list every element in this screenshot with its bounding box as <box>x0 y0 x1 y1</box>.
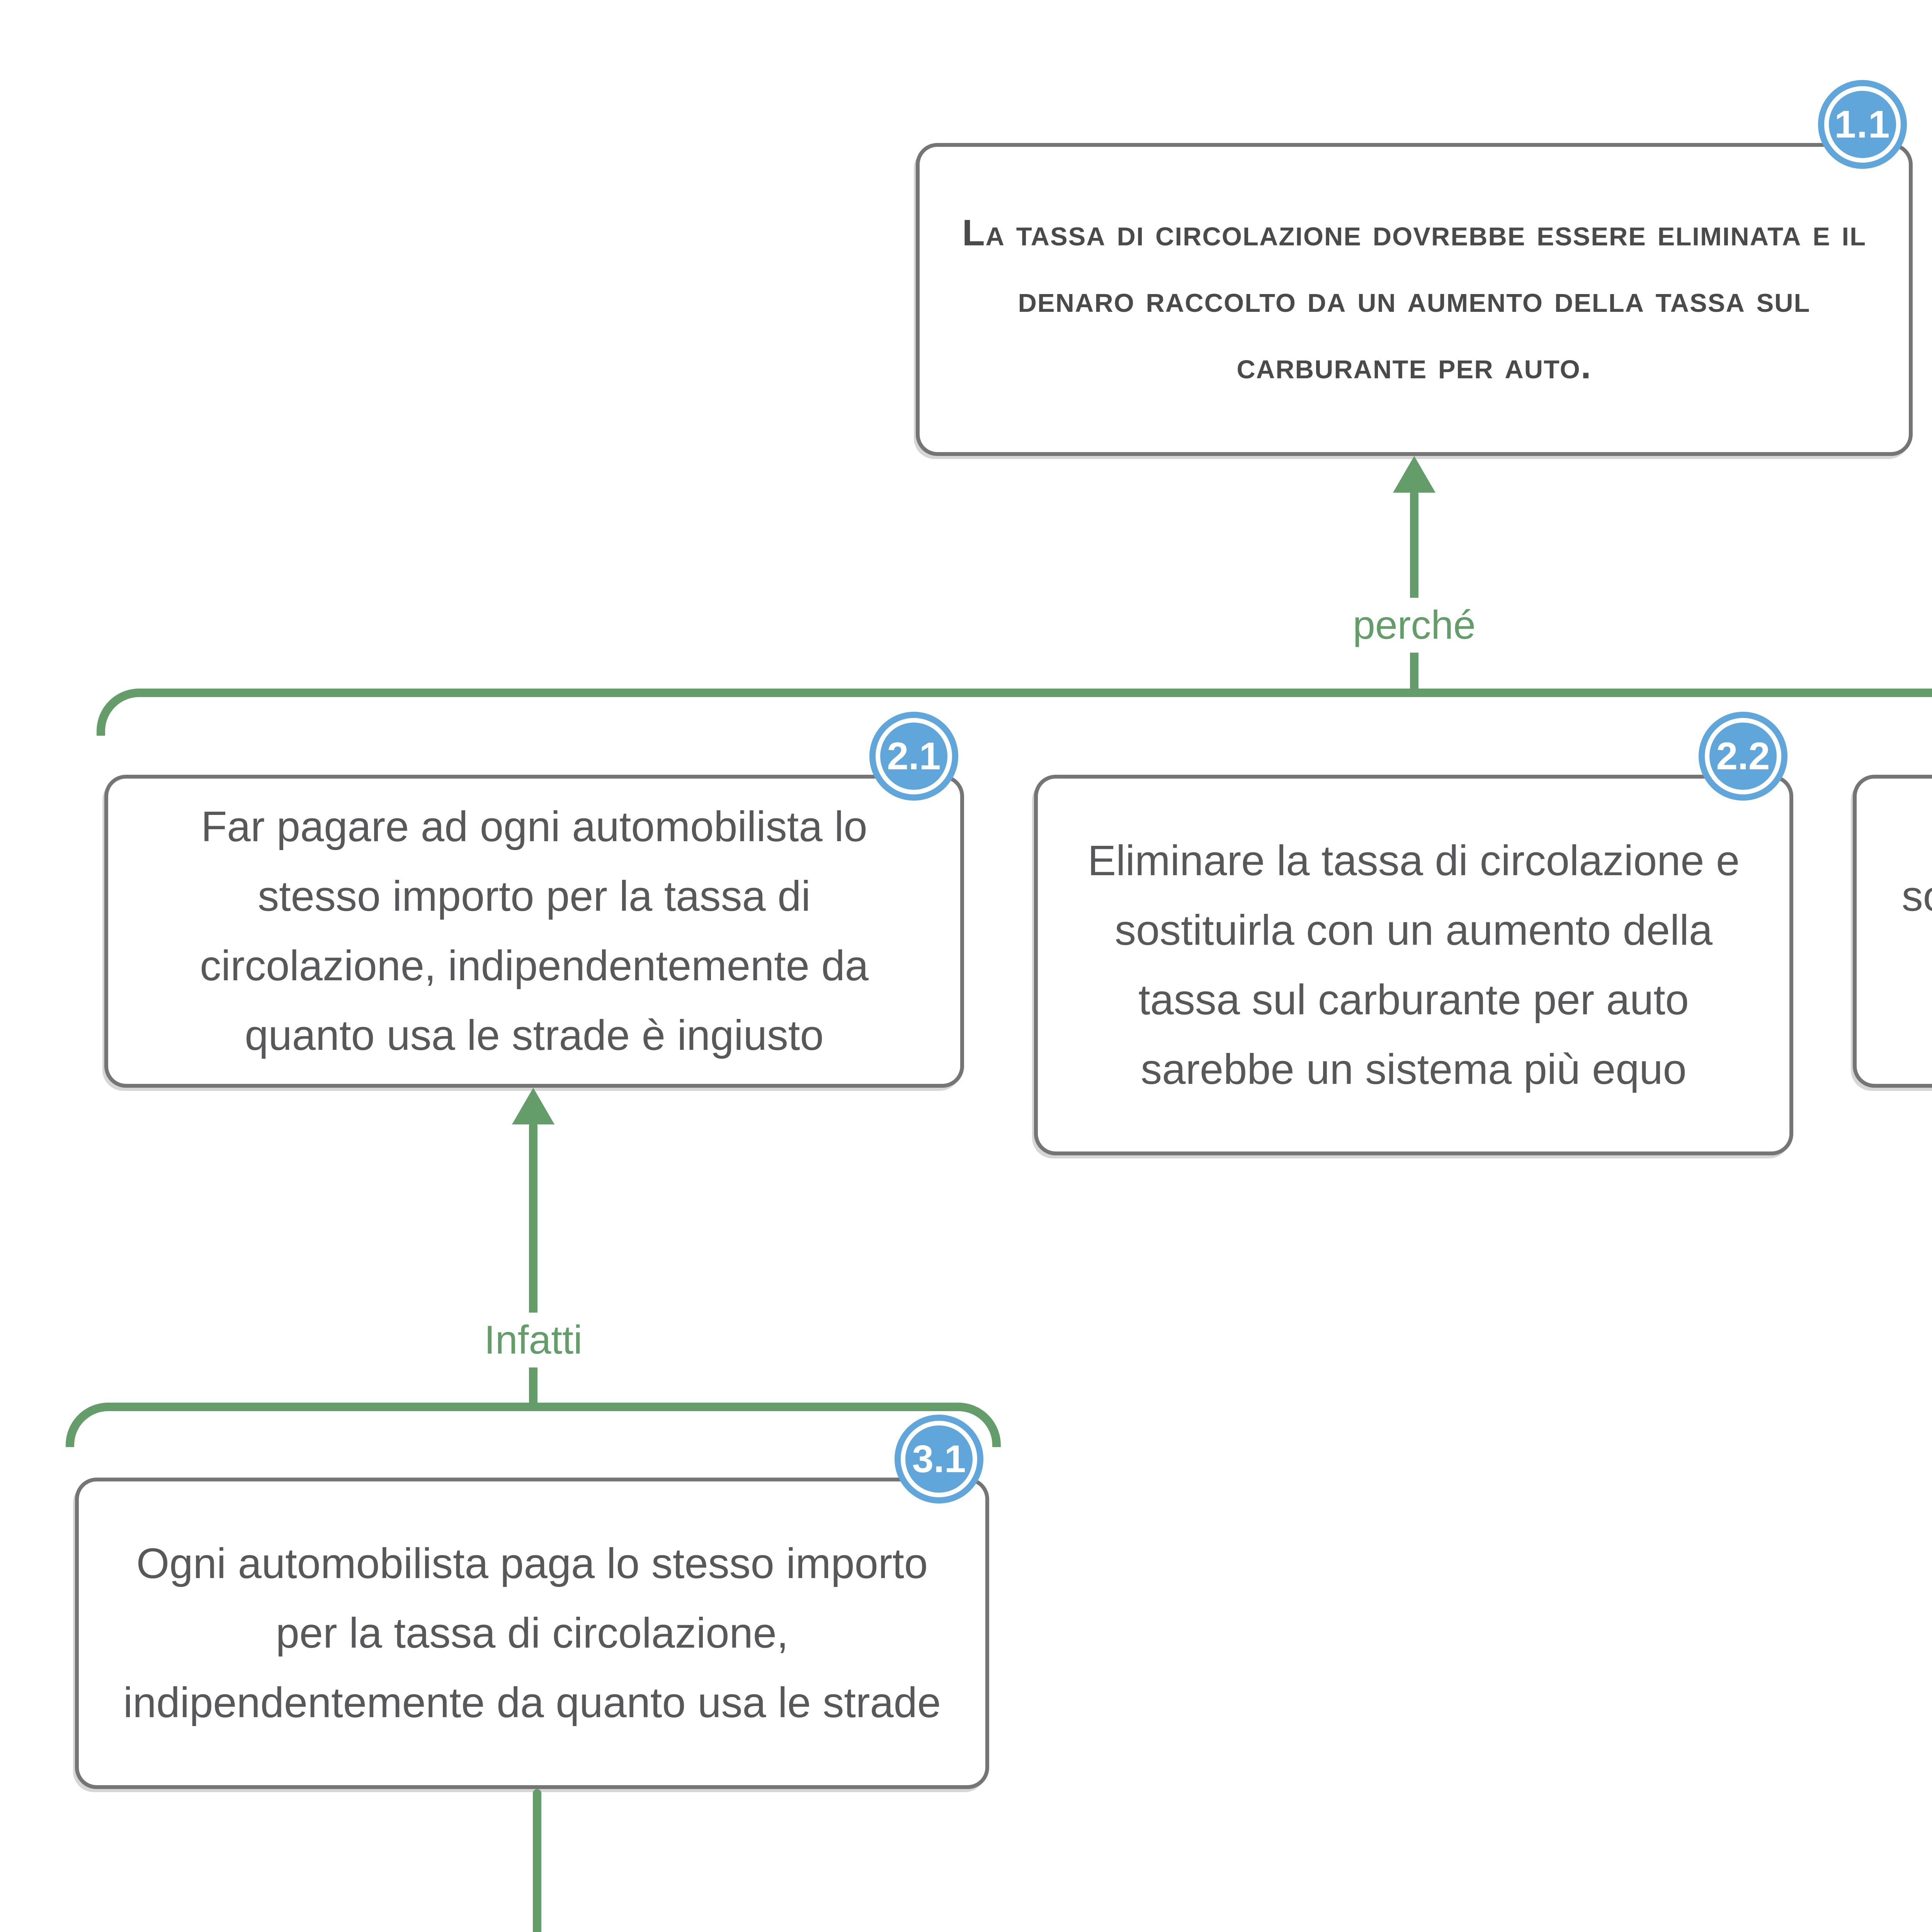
node-text-2-2: Eliminare la tassa di circolazione e sos… <box>1087 837 1740 1093</box>
node-text-2-3: Eliminare la tassa di circolazione e sos… <box>1901 872 1932 920</box>
relation-label-perche: perché <box>1342 598 1486 653</box>
argument-node-3-1[interactable]: 3.1 Ogni automobilista paga lo stesso im… <box>75 1415 989 1789</box>
argument-node-1-1[interactable]: 1.1 La tassa di circolazione dovrebbe es… <box>916 80 1913 456</box>
node-badge-1-1[interactable]: 1.1 <box>1818 80 1907 169</box>
arrowhead-to-node-1-1 <box>1393 456 1435 493</box>
node-badge-2-1[interactable]: 2.1 <box>869 712 958 801</box>
bracket-level-2 <box>97 689 1932 736</box>
argument-node-2-2[interactable]: 2.2 Eliminare la tassa di circolazione e… <box>1034 712 1793 1155</box>
argument-node-2-3[interactable]: 2.3 Eliminare la tassa di circolazione e… <box>1853 775 1932 1088</box>
node-text-1-1: La tassa di circolazione dovrebbe essere… <box>962 212 1866 386</box>
node-badge-3-1-number: 3.1 <box>912 1437 966 1481</box>
connector-line-per-esempio <box>533 1789 541 1932</box>
node-text-2-1: Far pagare ad ogni automobilista lo stes… <box>200 803 869 1059</box>
node-badge-2-1-number: 2.1 <box>887 735 941 778</box>
node-badge-1-1-number: 1.1 <box>1834 103 1891 146</box>
connector-line-perche <box>1410 490 1418 696</box>
node-badge-2-2-number: 2.2 <box>1716 735 1770 778</box>
node-badge-3-1[interactable]: 3.1 <box>895 1415 983 1503</box>
relation-label-infatti: Infatti <box>473 1313 594 1367</box>
argument-node-2-1[interactable]: 2.1 Far pagare ad ogni automobilista lo … <box>104 712 964 1088</box>
node-text-3-1: Ogni automobilista paga lo stesso import… <box>123 1540 941 1726</box>
node-badge-2-2[interactable]: 2.2 <box>1699 712 1787 801</box>
arrowhead-to-node-2-1 <box>512 1088 554 1124</box>
bracket-level-3 <box>66 1403 1001 1447</box>
